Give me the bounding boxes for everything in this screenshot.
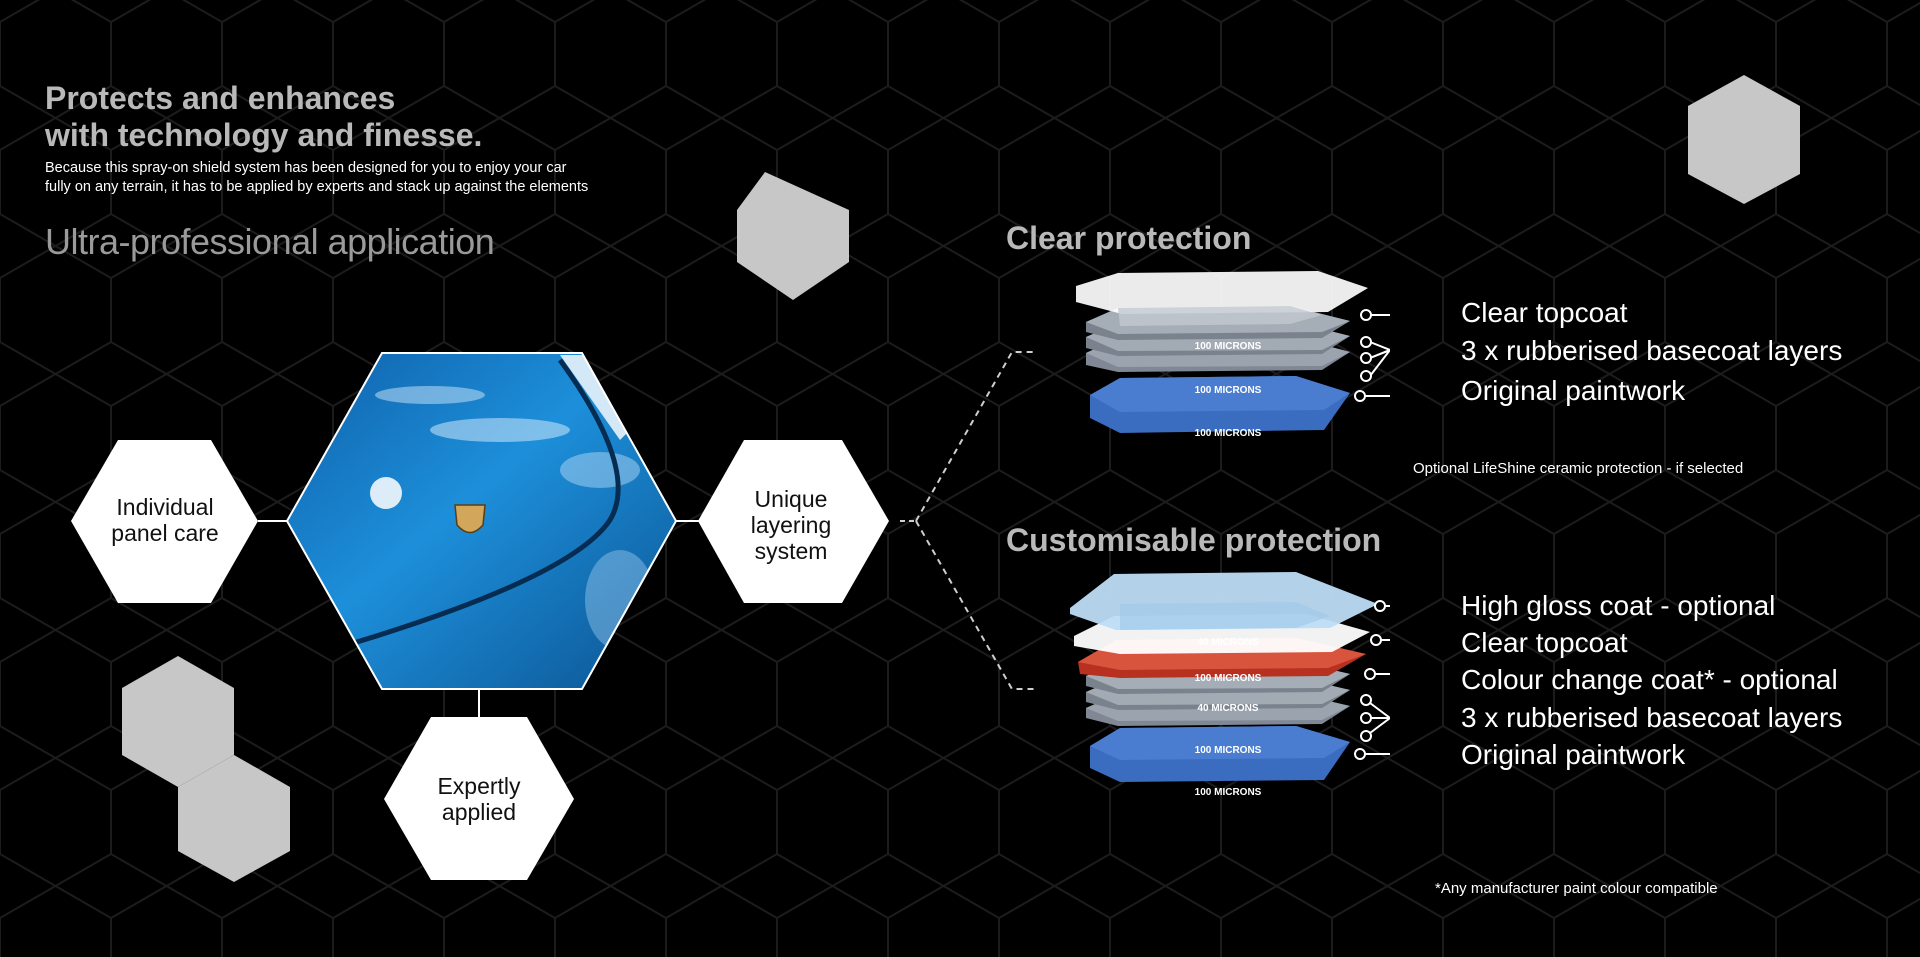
custom-callout-colour-change: Colour change coat* - optional [1461,664,1838,695]
hex-label-line: Individual [116,494,214,520]
layer-label: 100 MICRONS [1195,341,1262,352]
hex-unique-layering [698,440,889,603]
hex-label-line: layering [750,512,832,538]
section-subtitle: Ultra-professional application [45,221,495,262]
hex-label-expertly-applied: Expertly applied [404,744,554,854]
custom-protection-layer-stack: 40 MICRONS 100 MICRONS 40 MICRONS 100 MI… [1070,572,1390,798]
heading-line-2: with technology and finesse. [45,117,483,153]
clear-protection-title: Clear protection [1006,220,1252,256]
lifeshine-note: Optional LifeShine ceramic protection - … [1413,460,1744,477]
layer-label: 100 MICRONS [1195,428,1262,439]
custom-callout-high-gloss: High gloss coat - optional [1461,590,1776,621]
decorative-hex [737,172,849,300]
car-crest-icon [454,504,486,534]
hex-label-line: applied [441,799,517,825]
car-bonnet-image [287,353,676,689]
decorative-hex [178,755,290,882]
layer-clear-topcoat [1076,271,1368,314]
intro-line-2: fully on any terrain, it has to be appli… [45,179,589,195]
custom-callout-topcoat: Clear topcoat [1461,627,1628,658]
heading-line-1: Protects and enhances [45,80,396,116]
clear-callout-topcoat: Clear topcoat [1461,297,1628,328]
decorative-hex [122,656,234,787]
hex-expertly-applied [384,717,574,880]
layer-label: 100 MICRONS [1195,673,1262,684]
layer-label: 100 MICRONS [1195,787,1262,798]
hex-label-line: system [754,538,828,564]
intro-line-1: Because this spray-on shield system has … [45,160,567,176]
hex-individual-panel-care [71,440,258,603]
custom-protection-title: Customisable protection [1006,522,1382,558]
custom-callout-paintwork: Original paintwork [1461,739,1686,770]
decorative-hex [1688,75,1800,204]
hex-label-unique-layering: Unique layering system [716,470,866,580]
clear-callout-paintwork: Original paintwork [1461,375,1686,406]
layer-label: 40 MICRONS [1197,703,1258,714]
layer-label: 100 MICRONS [1195,745,1262,756]
layer-label: 40 MICRONS [1197,637,1258,648]
intro-text: Because this spray-on shield system has … [45,159,588,197]
hex-label-individual-panel-care: Individual panel care [90,465,240,575]
clear-protection-layer-stack: 100 MICRONS 100 MICRONS 100 MICRONS [1076,271,1390,439]
footnote: *Any manufacturer paint colour compatibl… [1435,880,1718,897]
custom-callout-basecoat: 3 x rubberised basecoat layers [1461,702,1843,733]
hex-label-line: Expertly [437,773,521,799]
clear-callout-basecoat: 3 x rubberised basecoat layers [1461,335,1843,366]
layer-label: 100 MICRONS [1195,385,1262,396]
hex-label-line: panel care [111,520,219,546]
page-heading: Protects and enhances with technology an… [45,80,482,154]
hex-label-line: Unique [754,486,828,512]
